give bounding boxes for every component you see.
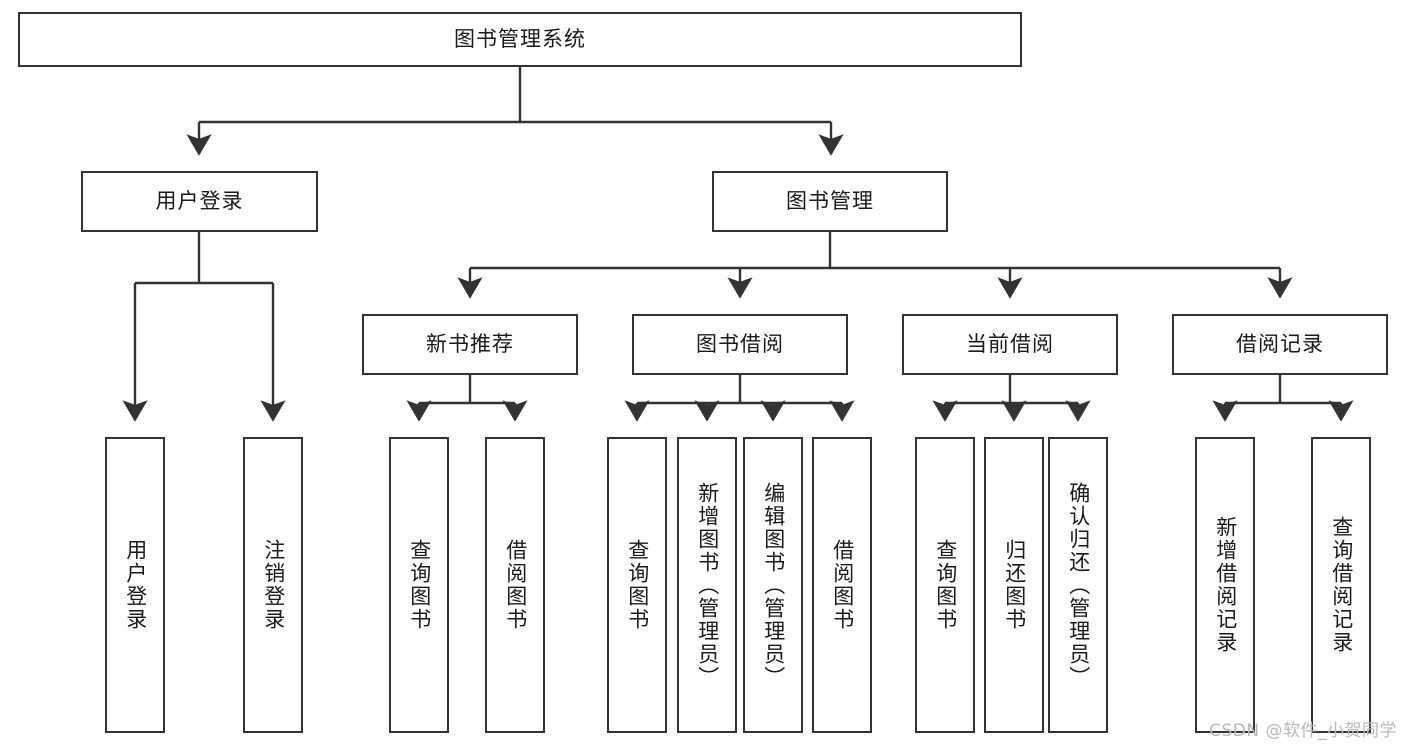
node-leaf-edit-book-admin[interactable]: 编辑图书（管理员） — [743, 437, 803, 733]
node-root[interactable]: 图书管理系统 — [18, 12, 1022, 67]
node-borrow-record[interactable]: 借阅记录 — [1172, 314, 1388, 375]
node-leaf-return-book-label: 归还图书 — [1002, 539, 1027, 631]
node-leaf-add-book-admin[interactable]: 新增图书（管理员） — [677, 437, 737, 733]
node-leaf-add-book-admin-label: 新增图书（管理员） — [695, 481, 720, 689]
node-book-management[interactable]: 图书管理 — [712, 171, 948, 232]
node-new-book-recommend[interactable]: 新书推荐 — [362, 314, 578, 375]
node-leaf-add-borrow-record[interactable]: 新增借阅记录 — [1195, 437, 1255, 733]
node-leaf-query-borrow-record[interactable]: 查询借阅记录 — [1311, 437, 1371, 733]
node-leaf-return-book[interactable]: 归还图书 — [984, 437, 1044, 733]
node-leaf-newbook-query-book[interactable]: 查询图书 — [389, 437, 449, 733]
node-leaf-borrow-query-book-label: 查询图书 — [625, 539, 650, 631]
node-leaf-edit-book-admin-label: 编辑图书（管理员） — [761, 481, 786, 689]
node-leaf-newbook-borrow-book-label: 借阅图书 — [503, 539, 528, 631]
node-leaf-newbook-query-book-label: 查询图书 — [407, 539, 432, 631]
node-leaf-borrow-book[interactable]: 借阅图书 — [812, 437, 872, 733]
node-leaf-user-login[interactable]: 用户登录 — [105, 437, 165, 733]
node-book-borrow-label: 图书借阅 — [696, 331, 784, 356]
node-leaf-borrow-query-book[interactable]: 查询图书 — [607, 437, 667, 733]
node-leaf-borrow-book-label: 借阅图书 — [830, 539, 855, 631]
node-leaf-newbook-borrow-book[interactable]: 借阅图书 — [485, 437, 545, 733]
node-borrow-record-label: 借阅记录 — [1236, 331, 1324, 356]
node-leaf-logout-label: 注销登录 — [261, 539, 286, 631]
node-root-label: 图书管理系统 — [454, 26, 586, 51]
node-leaf-user-login-label: 用户登录 — [123, 539, 148, 631]
node-new-book-recommend-label: 新书推荐 — [426, 331, 514, 356]
csdn-watermark: CSDN @软件_小贺同学 — [1209, 721, 1397, 741]
node-leaf-confirm-return-admin[interactable]: 确认归还（管理员） — [1048, 437, 1108, 733]
node-book-borrow[interactable]: 图书借阅 — [632, 314, 848, 375]
node-leaf-confirm-return-admin-label: 确认归还（管理员） — [1066, 481, 1091, 689]
node-user-login-label: 用户登录 — [155, 188, 244, 213]
node-leaf-current-query-book-label: 查询图书 — [933, 539, 958, 631]
node-leaf-logout[interactable]: 注销登录 — [243, 437, 303, 733]
node-leaf-current-query-book[interactable]: 查询图书 — [915, 437, 975, 733]
node-leaf-add-borrow-record-label: 新增借阅记录 — [1213, 516, 1238, 654]
node-user-login[interactable]: 用户登录 — [81, 171, 318, 232]
node-book-management-label: 图书管理 — [786, 188, 874, 213]
node-leaf-query-borrow-record-label: 查询借阅记录 — [1329, 516, 1354, 654]
node-current-borrow-label: 当前借阅 — [966, 331, 1054, 356]
node-current-borrow[interactable]: 当前借阅 — [902, 314, 1118, 375]
